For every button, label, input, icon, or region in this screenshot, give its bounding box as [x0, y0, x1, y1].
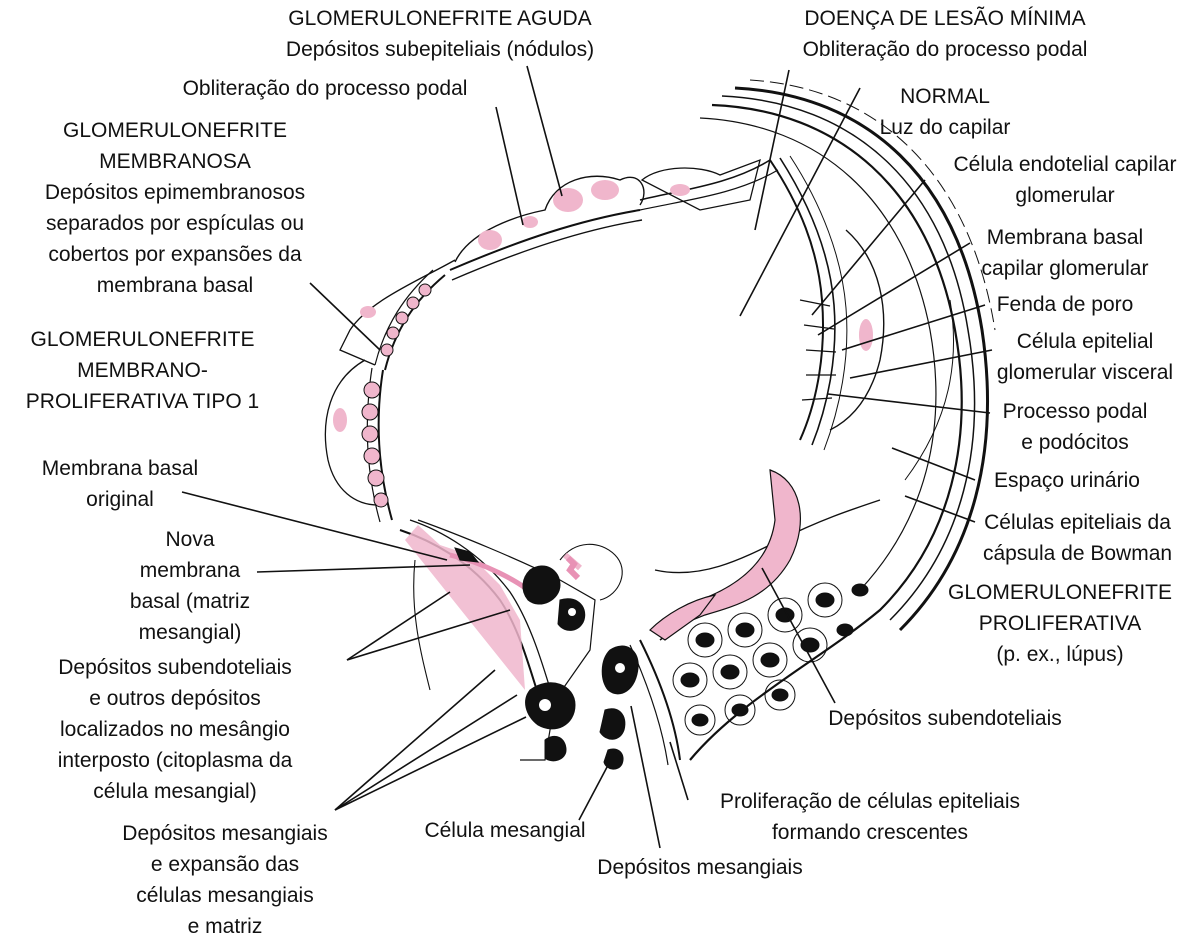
- subendothelial-deposits-right-label: Depósitos subendoteliais: [828, 707, 1062, 730]
- foot-process-label: Processo podal e podócitos: [1002, 400, 1148, 454]
- acute-gn-segment: [449, 175, 645, 281]
- subendothelial-deposits-left-label: Depósitos subendoteliais e outros depósi…: [57, 656, 293, 803]
- proliferative-gn-label: GLOMERULONEFRITE PROLIFERATIVA (p. ex., …: [947, 581, 1173, 666]
- minimal-change-oblit: Obliteração do processo podal: [802, 38, 1088, 61]
- mesangial-cells-icon: [522, 565, 586, 762]
- urinary-space-label: Espaço urinário: [994, 469, 1140, 492]
- endothelial-nucleus-icon: [859, 319, 873, 351]
- acute-gn-title: GLOMERULONEFRITE AGUDA: [288, 7, 592, 30]
- acute-gn-label: GLOMERULONEFRITE AGUDA Depósitos subepit…: [260, 3, 620, 65]
- mesangial-expansion-label: Depósitos mesangiais e expansão das célu…: [122, 822, 328, 938]
- bowman-capsule-label: Células epiteliais da cápsula de Bowman: [982, 511, 1173, 565]
- mesangial-deposits-bottom-label: Depósitos mesangiais: [597, 856, 803, 879]
- mesangial-cell-label: Célula mesangial: [424, 819, 586, 842]
- acute-gn-oblit-label: Obliteração do processo podal: [182, 77, 468, 100]
- minimal-change-segment: [639, 158, 779, 211]
- membranous-segment: [339, 259, 456, 371]
- basement-membrane-label: Membrana basal capilar glomerular: [981, 226, 1149, 280]
- right-proliferative: [599, 469, 881, 770]
- endothelial-cell-label: Célula endotelial capilar glomerular: [953, 153, 1177, 207]
- membranous-gn-label: GLOMERULONEFRITE MEMBRANOSA Depósitos ep…: [44, 119, 306, 297]
- crescent-label: Proliferação de células epiteliais forma…: [720, 790, 1020, 844]
- mpgn-label: GLOMERULONEFRITE MEMBRANO- PROLIFERATIVA…: [25, 328, 260, 413]
- normal-title: NORMAL: [900, 85, 990, 108]
- normal-capillary-wall: [769, 155, 885, 451]
- pore-slit-label: Fenda de poro: [996, 293, 1134, 316]
- crescent-cells-icon: [680, 583, 869, 727]
- original-membrane-label: Membrana basal original: [41, 457, 199, 511]
- minimal-change-label: DOENÇA DE LESÃO MÍNIMA Obliteração do pr…: [755, 3, 1135, 65]
- mpgn-segment: [324, 359, 393, 523]
- acute-gn-deposits: Depósitos subepiteliais (nódulos): [285, 38, 595, 61]
- new-membrane-label: Nova membrana basal (matriz mesangial): [129, 528, 251, 644]
- normal-label: NORMAL Luz do capilar: [860, 81, 1030, 143]
- visceral-epithelial-label: Célula epitelial glomerular visceral: [996, 330, 1174, 384]
- minimal-change-title: DOENÇA DE LESÃO MÍNIMA: [804, 7, 1086, 30]
- pink-deposit-icon: [565, 555, 581, 581]
- leader-lines: [181, 65, 993, 849]
- normal-lumen: Luz do capilar: [879, 116, 1011, 139]
